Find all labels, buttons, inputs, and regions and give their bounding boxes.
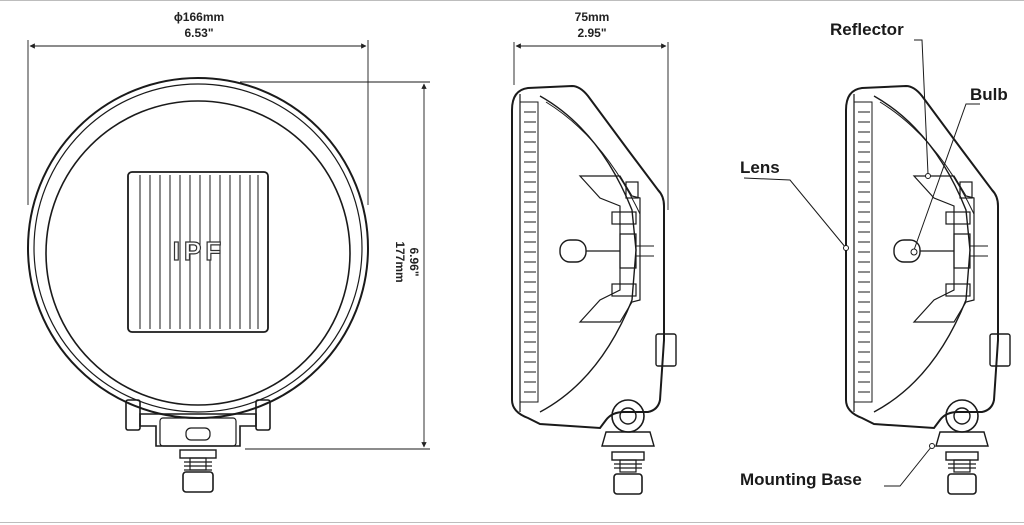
callout-mount-base: [935, 431, 989, 447]
side-bolt-nut: [613, 473, 643, 495]
side-reflector-curve: [539, 95, 637, 413]
side-bulb: [559, 239, 587, 263]
front-height-in-label: 6.96": [407, 247, 421, 276]
callout-bolt-thread: [948, 459, 976, 473]
mounting-base-label: Mounting Base: [740, 470, 862, 489]
callout-view: [743, 39, 1011, 495]
bottom-border: [0, 522, 1024, 523]
reflector-label: Reflector: [830, 20, 904, 39]
front-view: [27, 40, 430, 493]
side-depth-in-label: 2.95": [577, 26, 606, 40]
callout-mount-pivot: [945, 399, 979, 433]
reflector-leader-dot: [925, 173, 931, 179]
side-view: [511, 42, 677, 495]
callout-socket-bracket: [912, 175, 975, 323]
side-socket-clip-top: [611, 211, 637, 225]
lens-label: Lens: [740, 158, 780, 177]
bulb-label: Bulb: [970, 85, 1008, 104]
side-mount-base: [601, 431, 655, 447]
lens-leader-dot: [843, 245, 849, 251]
side-reflector-inner-curve: [545, 101, 641, 215]
front-bracket-nut-top: [185, 427, 211, 441]
front-width-mm-label: ϕ166mm: [174, 10, 224, 24]
callout-socket-clip-bottom: [945, 283, 971, 297]
callout-housing-outline: [845, 84, 999, 430]
side-mount-pivot: [611, 399, 645, 433]
mounting-base-leader: [884, 445, 933, 487]
front-bracket-block: [159, 417, 237, 447]
callout-connector-box: [989, 333, 1011, 367]
side-mount-pivot-bolt: [619, 407, 637, 425]
front-width-in-label: 6.53": [184, 26, 213, 40]
front-lens-ring: [45, 100, 351, 406]
front-bolt-thread: [184, 457, 212, 471]
mounting-base-leader-dot: [929, 443, 935, 449]
callout-lens-ribs: [853, 101, 873, 403]
side-bolt-thread: [614, 459, 642, 473]
side-lens-ribs: [519, 101, 539, 403]
front-bolt-washer: [179, 449, 217, 459]
callout-bolt-nut: [947, 473, 977, 495]
front-brand-logo: IPF: [173, 236, 225, 266]
side-housing-outline: [511, 84, 665, 430]
front-lens-plate: [127, 171, 269, 333]
lens-leader: [743, 177, 847, 249]
side-bolt-washer: [611, 451, 645, 461]
front-lens-flutes: [139, 175, 259, 329]
top-border: [0, 0, 1024, 1]
reflector-leader: [914, 39, 929, 175]
leader-lines: [743, 39, 980, 487]
bulb-leader-dot: [910, 248, 918, 256]
side-bulb-base: [619, 233, 637, 269]
front-height-mm-label: 177mm: [393, 241, 407, 282]
callout-socket-tab-top: [959, 181, 973, 199]
callout-bulb-base: [953, 233, 971, 269]
side-socket-bracket: [578, 175, 641, 323]
front-rim-inner: [33, 83, 363, 413]
side-connector-box: [655, 333, 677, 367]
callout-reflector-inner-curve: [879, 101, 975, 215]
side-socket-tab-top: [625, 181, 639, 199]
side-socket-clip-bottom: [611, 283, 637, 297]
callout-mount-pivot-bolt: [953, 407, 971, 425]
side-depth-mm-label: 75mm: [575, 10, 610, 24]
callout-bolt-washer: [945, 451, 979, 461]
callout-reflector-curve: [873, 95, 971, 413]
front-bolt-nut: [182, 471, 214, 493]
bulb-leader: [913, 103, 980, 251]
front-bracket-body: [139, 413, 257, 447]
callout-socket-clip-top: [945, 211, 971, 225]
